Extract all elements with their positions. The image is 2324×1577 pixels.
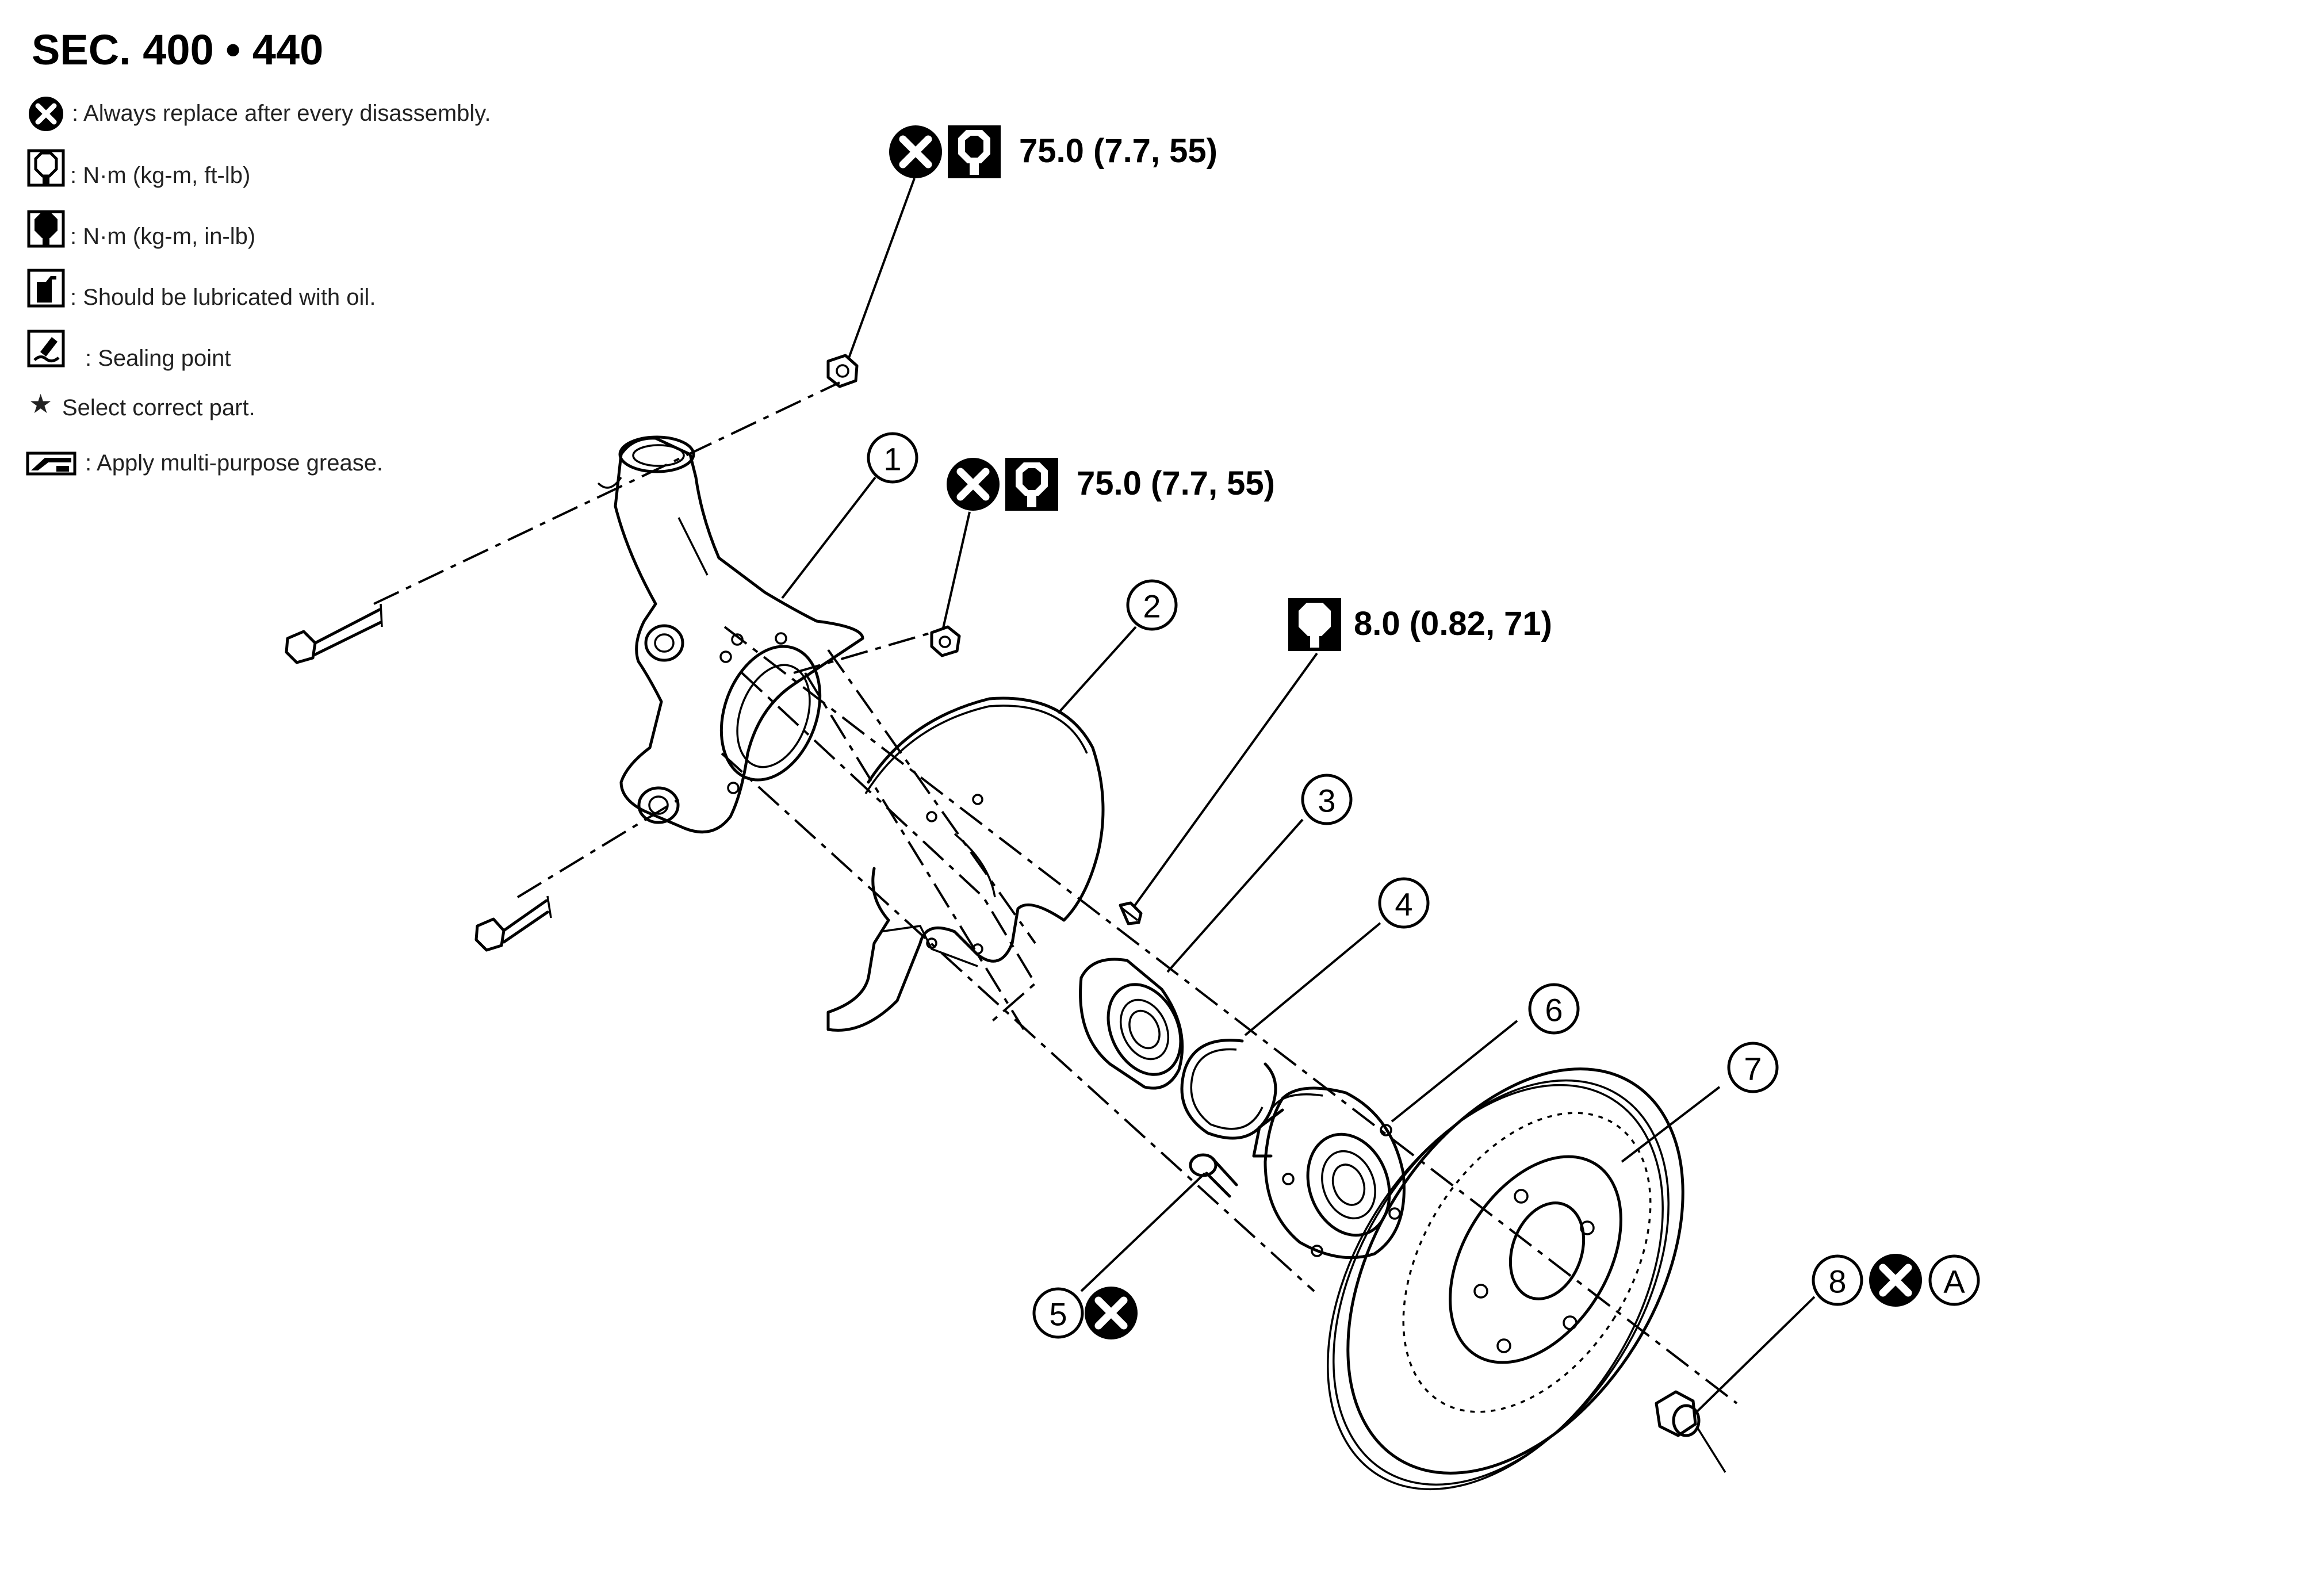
hub-nut (1655, 1390, 1726, 1473)
oil-can-icon (27, 269, 65, 308)
grease-gun-icon (26, 451, 76, 476)
replace-x-icon (1085, 1287, 1138, 1339)
upper-bolt (285, 603, 383, 664)
legend: : Always replace after every disassembly… (26, 97, 491, 476)
callout-3: 3 (1301, 774, 1353, 825)
replace-x-icon (1869, 1254, 1922, 1307)
lower-nut (930, 625, 961, 657)
torque-value: 75.0 (7.7, 55) (1077, 465, 1275, 502)
torque-spec-dust-shield-screw: 8.0 (0.82, 71) (1288, 598, 1552, 651)
disc-rotor (1327, 1067, 1684, 1491)
torque-wrench-icon (948, 125, 1001, 178)
wheel-bearing (1079, 958, 1184, 1090)
callout-8: 8 (1812, 1254, 1863, 1306)
hub-bolt (1189, 1153, 1238, 1198)
svg-text:5: 5 (1049, 1296, 1067, 1333)
replace-x-icon (947, 458, 1000, 511)
dust-shield (826, 696, 1105, 1032)
reference-a-callout: A (1928, 1254, 1980, 1306)
svg-text:1: 1 (883, 441, 901, 477)
svg-text:6: 6 (1545, 992, 1563, 1028)
torque-spec-upper-nut: 75.0 (7.7, 55) (889, 125, 1217, 178)
star-icon: ★ (29, 389, 52, 419)
callout-4: 4 (1378, 877, 1430, 929)
torque-wrench-icon (27, 149, 65, 187)
torque-wrench-filled-icon (27, 210, 65, 248)
legend-item-grease: : Apply multi-purpose grease. (85, 450, 383, 476)
svg-text:3: 3 (1318, 783, 1335, 819)
dust-shield-screw (1119, 901, 1143, 925)
callout-1: 1 (867, 432, 918, 484)
callout-6: 6 (1528, 983, 1580, 1035)
svg-text:2: 2 (1143, 588, 1161, 625)
legend-item-torque-inlb: : N·m (kg-m, in-lb) (70, 224, 255, 249)
lower-bolt (474, 895, 552, 952)
assembly-axis-lines (373, 381, 1738, 1404)
legend-item-torque-ftlb: : N·m (kg-m, ft-lb) (70, 163, 250, 188)
callout-5: 5 (1032, 1287, 1084, 1339)
torque-value: 75.0 (7.7, 55) (1019, 132, 1217, 170)
section-title: SEC. 400 • 440 (32, 26, 323, 74)
torque-wrench-icon (1005, 458, 1058, 511)
callout-7: 7 (1727, 1042, 1779, 1093)
svg-text:7: 7 (1744, 1051, 1762, 1087)
legend-item-sealing: : Sealing point (85, 346, 231, 371)
torque-spec-lower-nut: 75.0 (7.7, 55) (947, 458, 1275, 511)
torque-wrench-filled-icon (1288, 598, 1341, 651)
torque-value: 8.0 (0.82, 71) (1354, 605, 1552, 642)
sealing-point-icon (27, 330, 65, 368)
steering-knuckle (597, 435, 864, 834)
svg-text:8: 8 (1828, 1264, 1846, 1300)
wheel-hub (1252, 1086, 1406, 1260)
legend-item-replace: : Always replace after every disassembly… (72, 101, 491, 126)
replace-x-icon (889, 125, 942, 178)
callout-2: 2 (1126, 579, 1178, 631)
svg-text:A: A (1943, 1264, 1965, 1300)
legend-item-oil: : Should be lubricated with oil. (70, 285, 376, 310)
upper-nut (826, 354, 859, 388)
snap-ring (1180, 1039, 1277, 1140)
replace-x-icon (29, 97, 63, 131)
svg-text:4: 4 (1395, 886, 1412, 923)
legend-item-select: Select correct part. (62, 395, 255, 420)
leader-lines (781, 178, 1816, 1416)
